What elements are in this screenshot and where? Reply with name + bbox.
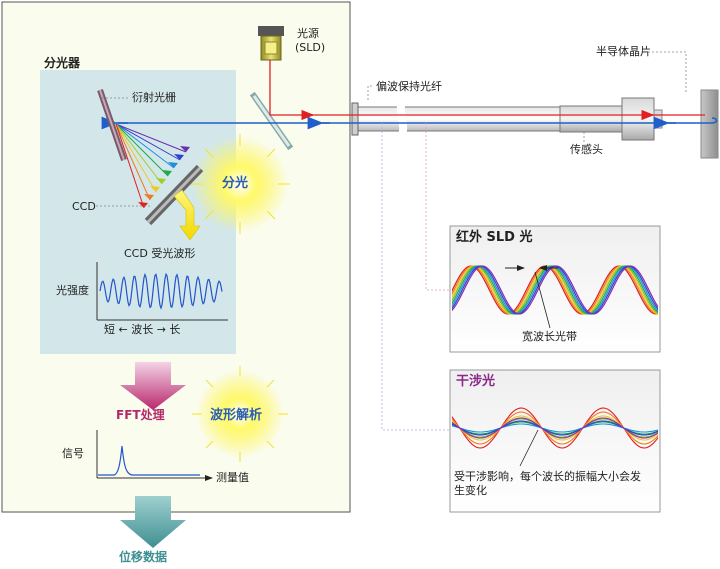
semiconductor-wafer-label: 半导体晶片 <box>596 45 651 58</box>
dispersed-spectrum <box>115 123 190 209</box>
signal-chart <box>96 430 213 481</box>
infrared-wave-line <box>452 265 658 315</box>
interference-caption-line2: 生变化 <box>454 484 487 497</box>
infrared-wave-line <box>452 265 658 315</box>
fft-label: FFT处理 <box>116 408 165 422</box>
intensity-axis-label: 光强度 <box>56 284 89 297</box>
fft-process-arrow <box>120 362 186 410</box>
displacement-data-label: 位移数据 <box>119 550 168 564</box>
interference-caption-line1: 受干涉影响，每个波长的振幅大小会发 <box>454 470 641 483</box>
light-source-label: 光源 <box>297 27 319 40</box>
interference-wave-line <box>452 423 658 433</box>
signal-axis-label: 信号 <box>62 447 84 460</box>
interference-wave-line <box>452 420 658 436</box>
infrared-wave-line <box>452 265 658 315</box>
diffraction-grating-label: 衍射光栅 <box>132 91 176 104</box>
wavelength-axis-label: 短 ← 波长 → 长 <box>104 323 181 336</box>
ccd-output-arrow <box>173 189 201 241</box>
ccd-waveform-label: CCD 受光波形 <box>124 247 196 260</box>
interference-panel <box>449 369 661 513</box>
sld-emission-beam <box>269 60 705 116</box>
semiconductor-wafer-icon <box>700 89 719 159</box>
infrared-panel-caption: 宽波长光带 <box>522 330 577 343</box>
waveform-analysis-label: 波形解析 <box>210 408 263 423</box>
interference-wave-line <box>452 411 658 445</box>
fiber-label: 偏波保持光纤 <box>376 80 442 93</box>
dispersion-label: 分光 <box>222 176 249 191</box>
sld-light-source-icon <box>258 26 284 61</box>
interference-wave-line <box>452 407 658 449</box>
interference-wave-line <box>452 417 658 439</box>
sensor-head-icon <box>559 97 663 141</box>
ccd-label: CCD <box>72 200 96 213</box>
waveform-analysis-glow <box>192 366 288 462</box>
interference-panel-title: 干涉光 <box>456 374 496 389</box>
ccd-sensor-icon <box>144 164 204 226</box>
reflected-return-beam <box>118 117 718 124</box>
spectrometer-label: 分光器 <box>44 56 81 70</box>
light-source-sub-label: (SLD) <box>295 41 326 54</box>
infrared-panel-title: 红外 SLD 光 <box>456 230 533 245</box>
polarization-maintaining-fiber <box>351 102 563 136</box>
infrared-sld-panel <box>449 225 661 353</box>
connector-lines <box>367 51 687 431</box>
displacement-output-arrow <box>120 496 186 548</box>
sensor-head-label: 传感头 <box>570 143 603 156</box>
dispersion-glow <box>190 134 290 234</box>
ccd-waveform-chart <box>96 262 228 321</box>
measured-value-label: 测量值 <box>216 471 249 484</box>
